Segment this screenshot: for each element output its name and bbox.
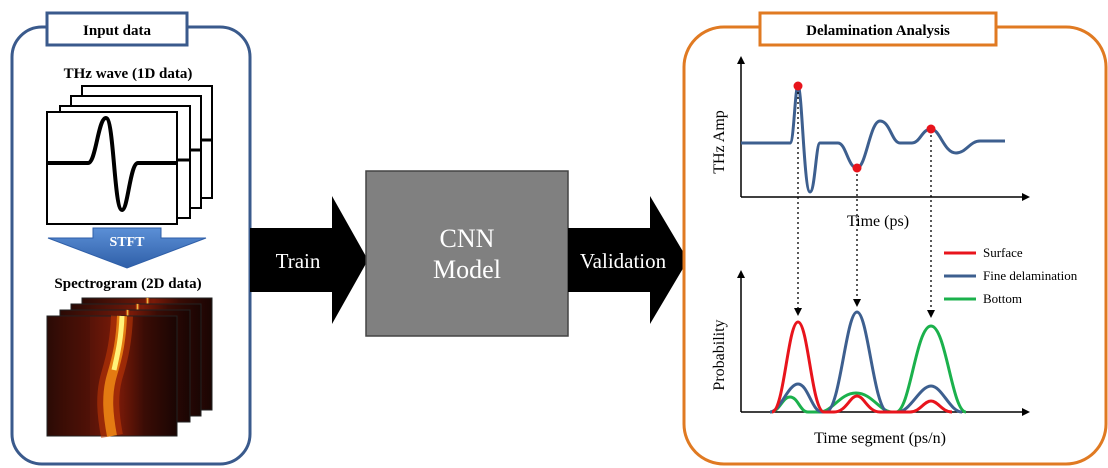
delamination-peak-marker [852, 163, 862, 173]
thz-waveform-trace [48, 115, 176, 213]
legend-label-bottom: Bottom [983, 291, 1022, 306]
waveform-stack [46, 85, 213, 225]
bottom-peak-marker [926, 124, 936, 134]
legend: Surface Fine delamination Bottom [944, 245, 1078, 306]
fine-delamination-probability-curve [769, 310, 963, 414]
bottom-probability-curve [769, 324, 967, 414]
surface-peak-marker [793, 81, 803, 91]
cnn-model-box: CNN Model [365, 170, 569, 337]
surface-probability-curve [771, 320, 953, 414]
peak-connectors [794, 92, 935, 318]
analysis-panel-title-box [758, 11, 998, 47]
input-panel-title: Input data [83, 23, 151, 39]
stft-label: STFT [109, 235, 145, 250]
train-label: Train [276, 249, 321, 273]
analysis-panel-border [682, 25, 1108, 466]
thz-amp-xlabel: Time (ps) [847, 213, 909, 230]
spectrogram-label: Spectrogram (2D data) [54, 276, 201, 292]
validation-arrow: Validation [568, 196, 688, 324]
probability-xlabel: Time segment (ps/n) [814, 430, 946, 447]
probability-plot: Probability Time segment (ps/n) [711, 270, 1030, 447]
cnn-model-line1: CNN [440, 224, 495, 253]
analysis-panel-title: Delamination Analysis [806, 23, 950, 39]
legend-label-surface: Surface [983, 245, 1023, 260]
train-arrow: Train [250, 196, 368, 324]
thz-amp-plot: THz Amp Time (ps) [711, 56, 1030, 230]
cnn-model-line2: Model [433, 255, 501, 284]
stft-arrow: STFT [47, 227, 207, 269]
legend-label-fine-delamination: Fine delamination [983, 268, 1078, 283]
input-panel: Input data THz wave (1D data) STFT Spect… [10, 11, 252, 466]
spectrogram-stack [46, 297, 213, 439]
thz-amp-trace [741, 84, 1005, 194]
validation-label: Validation [580, 249, 667, 273]
input-panel-title-box [45, 11, 189, 47]
probability-ylabel: Probability [711, 319, 728, 390]
thz-amp-ylabel: THz Amp [711, 110, 728, 174]
thz-wave-label: THz wave (1D data) [64, 66, 193, 82]
analysis-panel: Delamination Analysis THz Amp Time (ps) … [682, 11, 1108, 466]
